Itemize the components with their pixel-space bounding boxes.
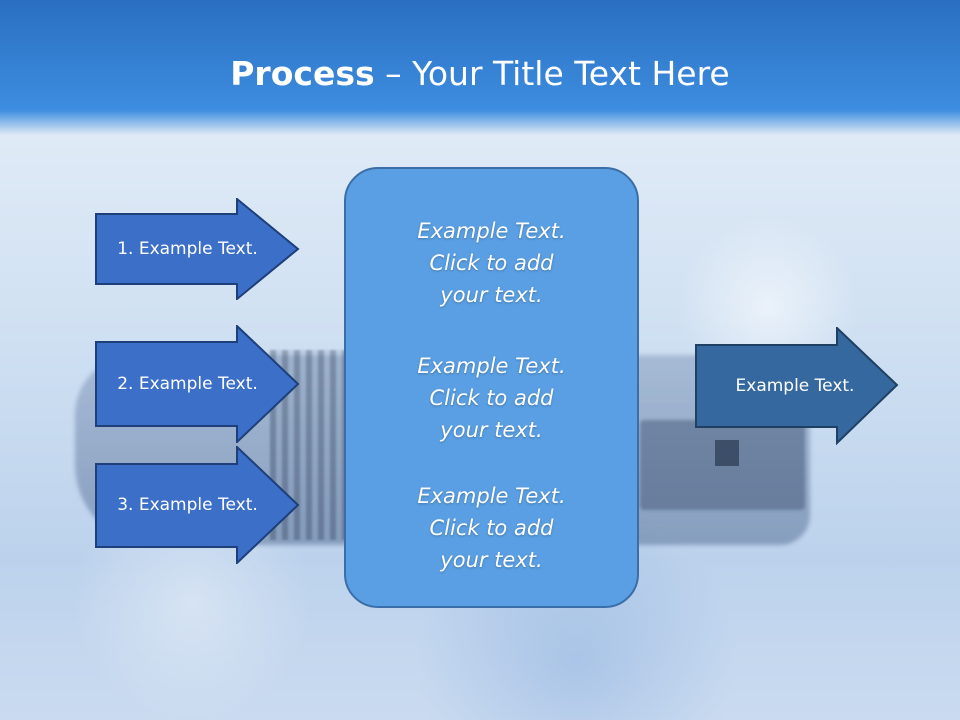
center-text-item-2-line3: your text. — [440, 418, 543, 442]
process-arrow-3[interactable]: 3. Example Text. — [95, 446, 300, 564]
background-usb-plug-hole — [715, 440, 739, 466]
center-text-box[interactable]: Example Text. Click to add your text. Ex… — [344, 167, 639, 608]
process-arrow-1[interactable]: 1. Example Text. — [95, 198, 300, 300]
center-text-item-2-line1: Example Text. — [417, 354, 566, 378]
result-arrow-label: Example Text. — [735, 376, 855, 396]
slide-title[interactable]: Process – Your Title Text Here — [0, 52, 960, 96]
arrow-right-icon — [695, 327, 899, 445]
process-arrow-2[interactable]: 2. Example Text. — [95, 325, 300, 443]
title-rest: – Your Title Text Here — [374, 54, 730, 93]
arrow-right-icon — [95, 446, 300, 564]
result-arrow[interactable]: Example Text. — [695, 327, 900, 445]
center-text-item-1: Example Text. Click to add your text. — [346, 215, 637, 311]
process-arrow-2-label: 2. Example Text. — [117, 374, 258, 394]
process-arrow-3-label: 3. Example Text. — [117, 495, 258, 515]
title-bold: Process — [230, 54, 375, 93]
center-text-item-3-line3: your text. — [440, 548, 543, 572]
arrow-right-icon — [95, 325, 300, 443]
arrow-right-icon — [95, 198, 300, 300]
center-text-item-1-line2: Click to add — [429, 251, 554, 275]
center-text-item-1-line3: your text. — [440, 283, 543, 307]
center-text-item-2: Example Text. Click to add your text. — [346, 350, 637, 446]
process-arrow-1-label: 1. Example Text. — [117, 239, 258, 259]
center-text-item-2-line2: Click to add — [429, 386, 554, 410]
center-text-item-3-line2: Click to add — [429, 516, 554, 540]
center-text-item-3: Example Text. Click to add your text. — [346, 480, 637, 576]
center-text-item-1-line1: Example Text. — [417, 219, 566, 243]
center-text-item-3-line1: Example Text. — [417, 484, 566, 508]
